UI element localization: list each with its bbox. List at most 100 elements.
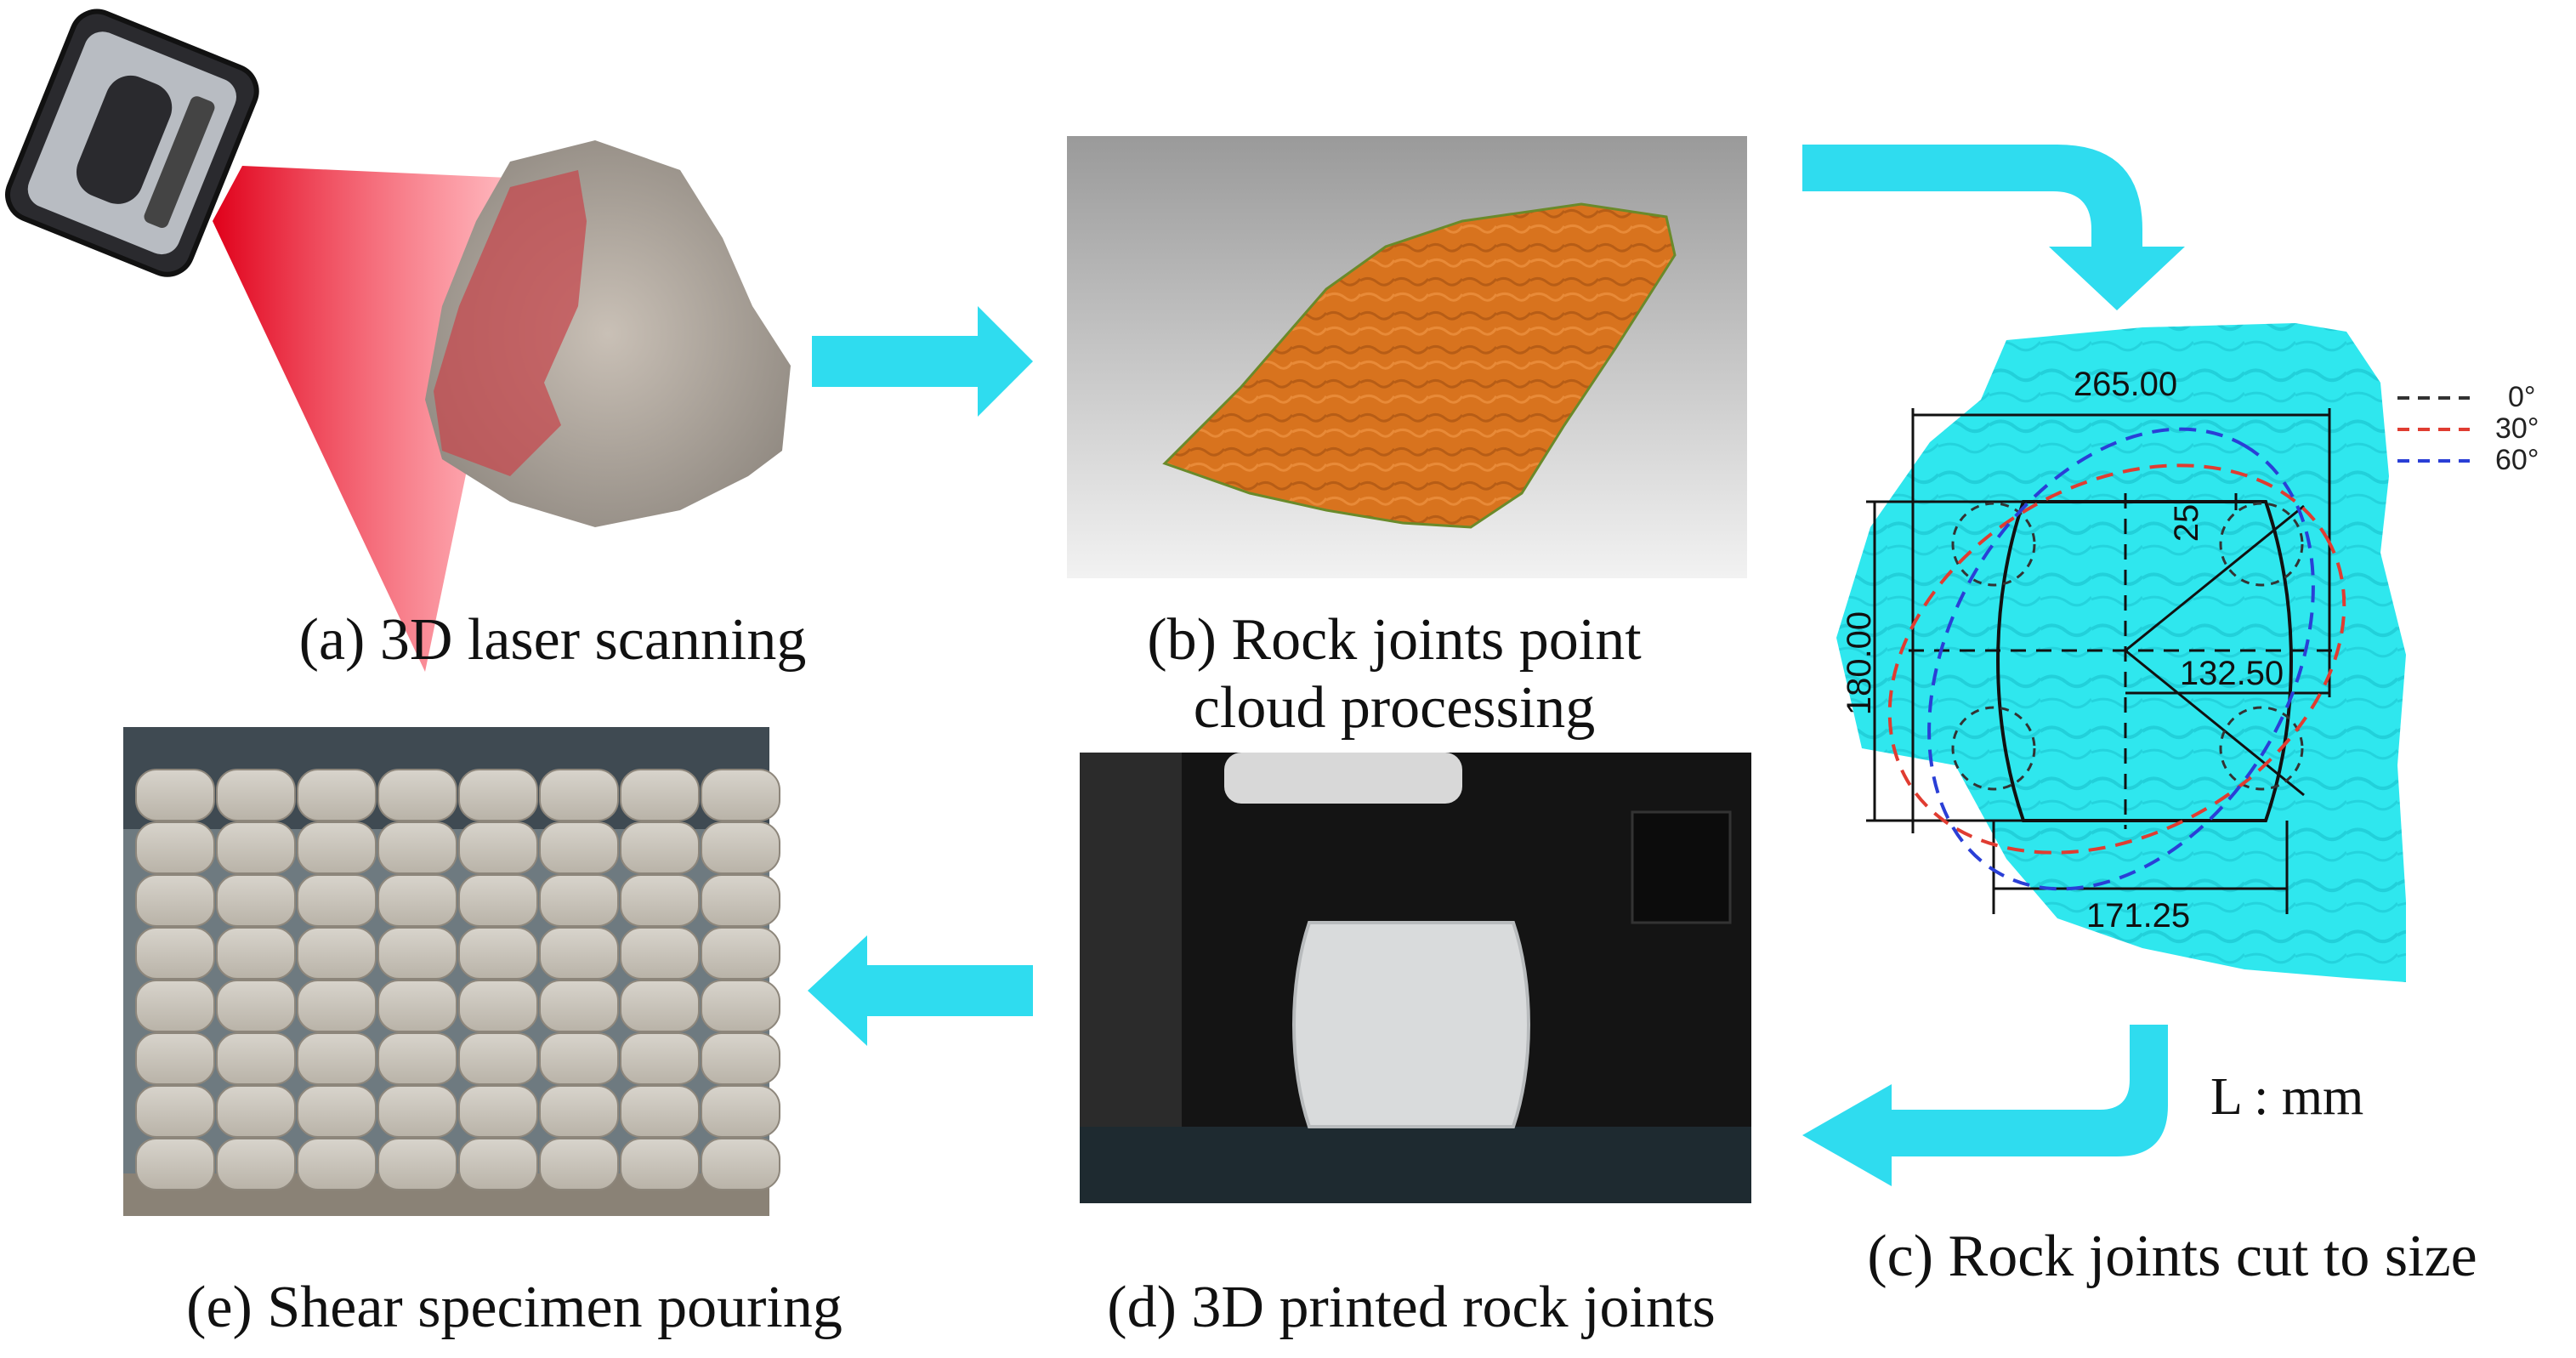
shear-specimen xyxy=(297,769,377,821)
shear-specimen xyxy=(135,1032,215,1085)
fillet-circles xyxy=(1951,502,2304,791)
specimen-grid xyxy=(135,769,780,1190)
shear-specimen xyxy=(216,1138,296,1190)
shear-specimen xyxy=(458,1085,538,1138)
orientation-60-outline xyxy=(1927,427,2315,891)
shear-specimen xyxy=(539,927,619,980)
shear-specimen xyxy=(701,1138,780,1190)
joint-surface xyxy=(1836,323,2406,982)
shear-specimen xyxy=(539,1085,619,1138)
arrow-d-to-e xyxy=(808,935,1033,1046)
legend-label-0: 0° xyxy=(2508,381,2536,413)
shear-specimen xyxy=(135,927,215,980)
shear-specimen xyxy=(539,874,619,927)
shear-specimen xyxy=(620,769,700,821)
panel-a: (a) 3D laser scanning xyxy=(5,9,807,673)
shear-specimen xyxy=(216,1032,296,1085)
shear-specimen xyxy=(701,927,780,980)
shear-specimen xyxy=(458,821,538,874)
shear-specimen xyxy=(539,980,619,1032)
shear-specimen xyxy=(701,874,780,927)
shear-specimen xyxy=(377,821,457,874)
shear-specimen xyxy=(297,1032,377,1085)
laser-scanner-icon xyxy=(5,9,259,277)
shear-specimen xyxy=(377,769,457,821)
legend-label-60: 60° xyxy=(2495,444,2539,476)
shear-specimen xyxy=(620,980,700,1032)
panel-b: (b) Rock joints point cloud processing xyxy=(1067,136,1747,741)
shear-specimen xyxy=(216,874,296,927)
shear-specimen xyxy=(539,1138,619,1190)
shear-specimen xyxy=(297,980,377,1032)
dim-height-label: 180.00 xyxy=(1841,611,1878,715)
shear-specimen xyxy=(620,1138,700,1190)
shear-specimen xyxy=(377,1138,457,1190)
shear-specimen xyxy=(216,769,296,821)
unit-label: L : mm xyxy=(2210,1068,2363,1126)
specimen-outline xyxy=(1996,500,2293,822)
shear-specimen xyxy=(377,927,457,980)
panel-e: (e) Shear specimen pouring xyxy=(123,727,843,1340)
shear-specimen xyxy=(701,980,780,1032)
center-lines xyxy=(1909,493,2338,829)
shear-specimen xyxy=(377,874,457,927)
shear-specimen xyxy=(135,1085,215,1138)
shear-specimen xyxy=(297,1085,377,1138)
printer-cable xyxy=(1224,753,1462,804)
shear-specimen xyxy=(701,769,780,821)
shear-specimen xyxy=(620,821,700,874)
arrow-a-to-b xyxy=(812,306,1033,417)
panel-c: 265.00 180.00 132.50 171.25 25 0° 30° 60… xyxy=(1836,323,2539,1289)
shear-specimen xyxy=(620,874,700,927)
shear-specimen xyxy=(216,980,296,1032)
dim-width-label: 265.00 xyxy=(2074,366,2177,403)
shear-specimen xyxy=(539,769,619,821)
shear-specimen xyxy=(216,1085,296,1138)
caption-b-line2: cloud processing xyxy=(1194,675,1595,741)
dim-radius-label: 25 xyxy=(2168,504,2205,543)
orientation-30-outline xyxy=(1887,463,2346,855)
shear-specimen xyxy=(135,1138,215,1190)
dimension-lines xyxy=(1866,408,2331,914)
arrow-b-to-c xyxy=(1802,145,2185,310)
caption-c: (c) Rock joints cut to size xyxy=(1867,1224,2477,1289)
shear-specimen xyxy=(701,821,780,874)
shear-specimen xyxy=(458,1032,538,1085)
shear-specimen xyxy=(377,1032,457,1085)
orientation-legend: 0° 30° 60° xyxy=(2397,381,2539,476)
caption-a: (a) 3D laser scanning xyxy=(299,607,807,673)
caption-b-line1: (b) Rock joints point xyxy=(1147,607,1642,673)
point-cloud-surface xyxy=(1162,202,1677,529)
dim-half-width-label: 132.50 xyxy=(2180,655,2284,692)
caption-d: (d) 3D printed rock joints xyxy=(1107,1275,1715,1340)
arrow-c-to-d xyxy=(1802,1025,2168,1186)
shear-specimen xyxy=(297,927,377,980)
printed-rock-joint xyxy=(1292,921,1530,1128)
shear-specimen xyxy=(620,1032,700,1085)
dim-bottom-flat-label: 171.25 xyxy=(2086,897,2190,935)
shear-specimen xyxy=(458,769,538,821)
shear-specimen xyxy=(297,1138,377,1190)
shear-specimen xyxy=(458,927,538,980)
shear-specimen xyxy=(297,821,377,874)
shear-specimen xyxy=(458,980,538,1032)
printer-fan xyxy=(1631,810,1732,924)
panel-d: (d) 3D printed rock joints xyxy=(1080,753,1751,1340)
shear-specimen xyxy=(701,1085,780,1138)
shear-specimen xyxy=(135,821,215,874)
shear-specimen xyxy=(620,927,700,980)
shear-specimen xyxy=(216,821,296,874)
caption-e: (e) Shear specimen pouring xyxy=(186,1275,843,1340)
shear-specimen xyxy=(377,1085,457,1138)
legend-label-30: 30° xyxy=(2495,412,2539,445)
shear-specimen xyxy=(539,821,619,874)
shear-specimen xyxy=(539,1032,619,1085)
rock-scanned-region xyxy=(434,170,587,476)
shear-specimen xyxy=(458,874,538,927)
shear-specimen xyxy=(135,874,215,927)
shear-specimen xyxy=(701,1032,780,1085)
shear-specimen xyxy=(216,927,296,980)
shear-specimen xyxy=(135,980,215,1032)
shear-specimen xyxy=(135,769,215,821)
